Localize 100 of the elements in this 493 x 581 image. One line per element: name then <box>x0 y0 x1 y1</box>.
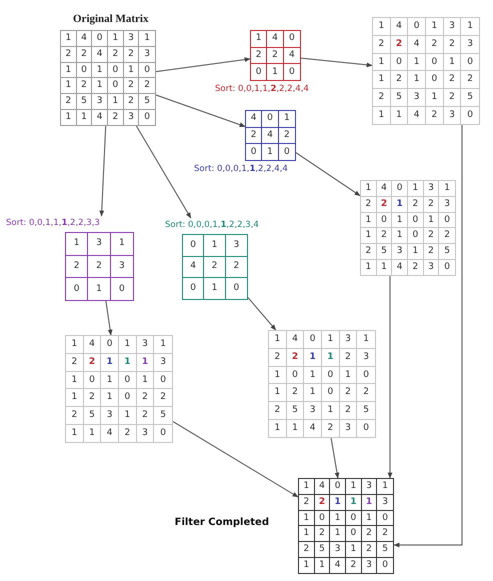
matrix-cell: 2 <box>269 402 287 420</box>
matrix-cell: 0 <box>118 389 137 408</box>
matrix-cell: 1 <box>66 372 84 390</box>
matrix-cell: 0 <box>66 278 88 300</box>
matrix-cell: 4 <box>304 420 322 437</box>
matrix-cell: 5 <box>76 94 92 110</box>
matrix-cell: 1 <box>66 425 84 442</box>
matrix-cell: 1 <box>362 510 378 526</box>
matrix-cell: 0 <box>439 212 455 228</box>
matrix-cell: 2 <box>444 36 462 54</box>
matrix-cell: 1 <box>304 348 322 367</box>
matrix-cell: 0 <box>139 62 155 78</box>
arrow <box>172 421 299 498</box>
matrix-cell: 2 <box>390 71 408 90</box>
matrix-cell: 0 <box>154 372 172 390</box>
arrow <box>393 124 462 548</box>
matrix-cell: 1 <box>392 228 408 244</box>
matrix-cell: 3 <box>124 110 140 125</box>
matrix-cell: 2 <box>246 128 262 144</box>
matrix-cell: 0 <box>183 235 204 257</box>
matrix-cell: 0 <box>92 31 108 47</box>
matrix-cell: 5 <box>357 402 375 420</box>
matrix-cell: 1 <box>426 18 444 36</box>
matrix-cell: 2 <box>124 94 140 110</box>
sort-sequence: Sort: 0,0,1,1,1,2,2,3,3 <box>6 217 100 230</box>
matrix-grid <box>360 180 456 276</box>
matrix-cell: 3 <box>444 107 462 124</box>
matrix-cell: 1 <box>426 89 444 108</box>
matrix-cell: 2 <box>361 244 377 260</box>
matrix-cell: 4 <box>390 18 408 36</box>
matrix-cell: 3 <box>424 181 440 197</box>
matrix-cell: 3 <box>340 331 358 349</box>
matrix-cell-text: 0 <box>466 109 474 122</box>
matrix-cell: 1 <box>76 110 92 125</box>
arrow <box>296 152 360 196</box>
arrow <box>388 276 392 479</box>
matrix-cell: 1 <box>118 354 137 372</box>
matrix-cell: 3 <box>408 89 426 108</box>
matrix-cell: 1 <box>110 233 133 256</box>
matrix-cell: 4 <box>267 31 284 48</box>
arrow <box>105 300 112 336</box>
matrix-cell: 2 <box>108 46 124 63</box>
matrix-cell: 1 <box>357 331 375 349</box>
matrix-cell: 2 <box>340 402 358 420</box>
matrix-cell-text: 0 <box>362 422 370 436</box>
matrix-cell: 0 <box>322 366 340 384</box>
matrix-cell: 2 <box>84 389 102 408</box>
matrix-cell: 2 <box>278 128 295 144</box>
matrix-cell: 1 <box>373 54 391 72</box>
matrix-cell: 0 <box>461 54 479 72</box>
matrix-cell: 1 <box>267 64 284 80</box>
matrix-cell: 1 <box>390 107 408 124</box>
matrix-cell-text: 0 <box>143 111 152 124</box>
matrix-cell: 1 <box>88 278 111 300</box>
matrix-cell: 2 <box>376 228 392 244</box>
matrix-cell: 2 <box>408 196 424 213</box>
matrix-title: Original Matrix <box>73 12 148 26</box>
matrix-cell: 5 <box>286 402 304 420</box>
matrix-cell: 1 <box>299 479 315 495</box>
matrix-cell: 1 <box>269 420 287 437</box>
matrix-cell: 2 <box>286 384 304 402</box>
matrix-cell: 2 <box>376 196 392 213</box>
matrix-cell: 0 <box>408 212 424 228</box>
matrix-grid <box>268 330 376 438</box>
matrix-cell: 4 <box>314 479 330 495</box>
matrix-cell-text: 0 <box>159 427 168 440</box>
matrix-cell: 1 <box>361 228 377 244</box>
matrix-cell: 1 <box>66 233 88 256</box>
arrow <box>300 58 373 68</box>
matrix-cell: 5 <box>139 94 155 110</box>
matrix-cell: 4 <box>76 31 92 47</box>
matrix-cell: 3 <box>304 402 322 420</box>
matrix-cell-text: 0 <box>118 282 126 296</box>
matrix-cell: 2 <box>269 348 287 367</box>
matrix-cell: 0 <box>262 111 279 128</box>
matrix-cell: 1 <box>101 389 119 408</box>
matrix-cell: 1 <box>269 366 287 384</box>
matrix-cell: 1 <box>361 181 377 197</box>
matrix-cell: 1 <box>330 510 346 526</box>
matrix-cell: 2 <box>373 36 391 54</box>
matrix-cell: 2 <box>286 348 304 367</box>
matrix-cell: 1 <box>377 479 393 495</box>
matrix-cell: 0 <box>251 64 268 80</box>
matrix-cell: 2 <box>390 36 408 54</box>
sort-sequence: Sort: 0,0,1,1,2,2,2,4,4 <box>215 83 309 96</box>
matrix-cell: 3 <box>392 244 408 260</box>
matrix-cell: 0 <box>346 510 362 526</box>
matrix-cell: 2 <box>108 110 124 125</box>
matrix-cell: 2 <box>424 196 440 213</box>
matrix-cell: 4 <box>284 48 300 64</box>
matrix-cell: 2 <box>424 228 440 244</box>
matrix-cell: 1 <box>392 196 408 213</box>
matrix-cell: 1 <box>92 62 108 78</box>
matrix-cell: 2 <box>76 46 92 63</box>
matrix-cell: 1 <box>408 244 424 260</box>
matrix-cell: 2 <box>439 228 455 244</box>
matrix-cell: 2 <box>424 244 440 260</box>
matrix-cell: 2 <box>322 420 340 437</box>
matrix-cell: 1 <box>304 384 322 402</box>
matrix-cell: 0 <box>246 144 262 160</box>
